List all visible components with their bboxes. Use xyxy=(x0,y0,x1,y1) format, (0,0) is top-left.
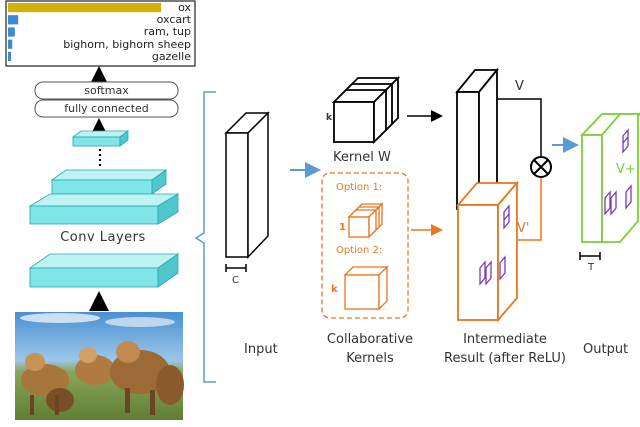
input-image xyxy=(15,312,184,420)
kernel-w-label: Kernel W xyxy=(333,150,391,165)
option2-kernel xyxy=(343,265,389,311)
option1-dim-label: 1 xyxy=(339,222,346,233)
prediction-label: ox xyxy=(178,1,191,14)
prediction-label: gazelle xyxy=(151,49,191,63)
conv-layers-label: Conv Layers xyxy=(48,231,158,244)
prediction-bar xyxy=(8,27,15,37)
collab-label-2: Kernels xyxy=(346,351,394,366)
prediction-label: oxcart xyxy=(156,13,191,27)
blue-bracket xyxy=(194,91,216,383)
conv-layer-stack xyxy=(28,130,180,288)
softmax-box xyxy=(34,81,179,100)
option1-kernel xyxy=(347,202,384,239)
prediction-bar xyxy=(8,51,11,61)
vprime-to-multiply xyxy=(517,178,542,241)
collab-label-1: Collaborative xyxy=(326,332,414,347)
v-to-multiply xyxy=(497,98,542,157)
option1-label: Option 1: xyxy=(336,182,383,193)
output-tensor xyxy=(579,113,640,260)
option2-label: Option 2: xyxy=(336,245,383,256)
intermediate-label-1: Intermediate xyxy=(463,332,547,347)
kernel-dim-label: k xyxy=(326,113,332,123)
fully-connected-label: fully connected xyxy=(64,102,149,115)
output-label: Output xyxy=(583,342,629,357)
softmax-label: softmax xyxy=(84,84,129,97)
prediction-label: bighorn, bighorn sheep xyxy=(63,37,191,51)
input-dim-label: C xyxy=(232,275,239,286)
multiply-node xyxy=(530,156,552,178)
collab-kernels-box xyxy=(321,172,409,319)
option2-dim-label: k xyxy=(331,284,338,295)
vplus-label: V+ xyxy=(616,162,636,177)
intermediate-label-2: Result (after ReLU) xyxy=(444,351,566,366)
fully-connected-box xyxy=(34,99,179,118)
intermediate-vprime xyxy=(456,180,519,323)
prediction-bars xyxy=(8,3,161,61)
input-tensor xyxy=(224,111,270,272)
prediction-bar xyxy=(8,15,19,25)
input-label: Input xyxy=(244,342,278,357)
prediction-label: ram, tup xyxy=(143,25,191,39)
output-dim-label: T xyxy=(588,262,595,273)
prediction-bar xyxy=(8,3,161,13)
prediction-bar xyxy=(8,39,13,49)
vprime-label: V' xyxy=(517,221,530,236)
kernel-w xyxy=(331,75,401,145)
v-label: V xyxy=(515,79,524,94)
